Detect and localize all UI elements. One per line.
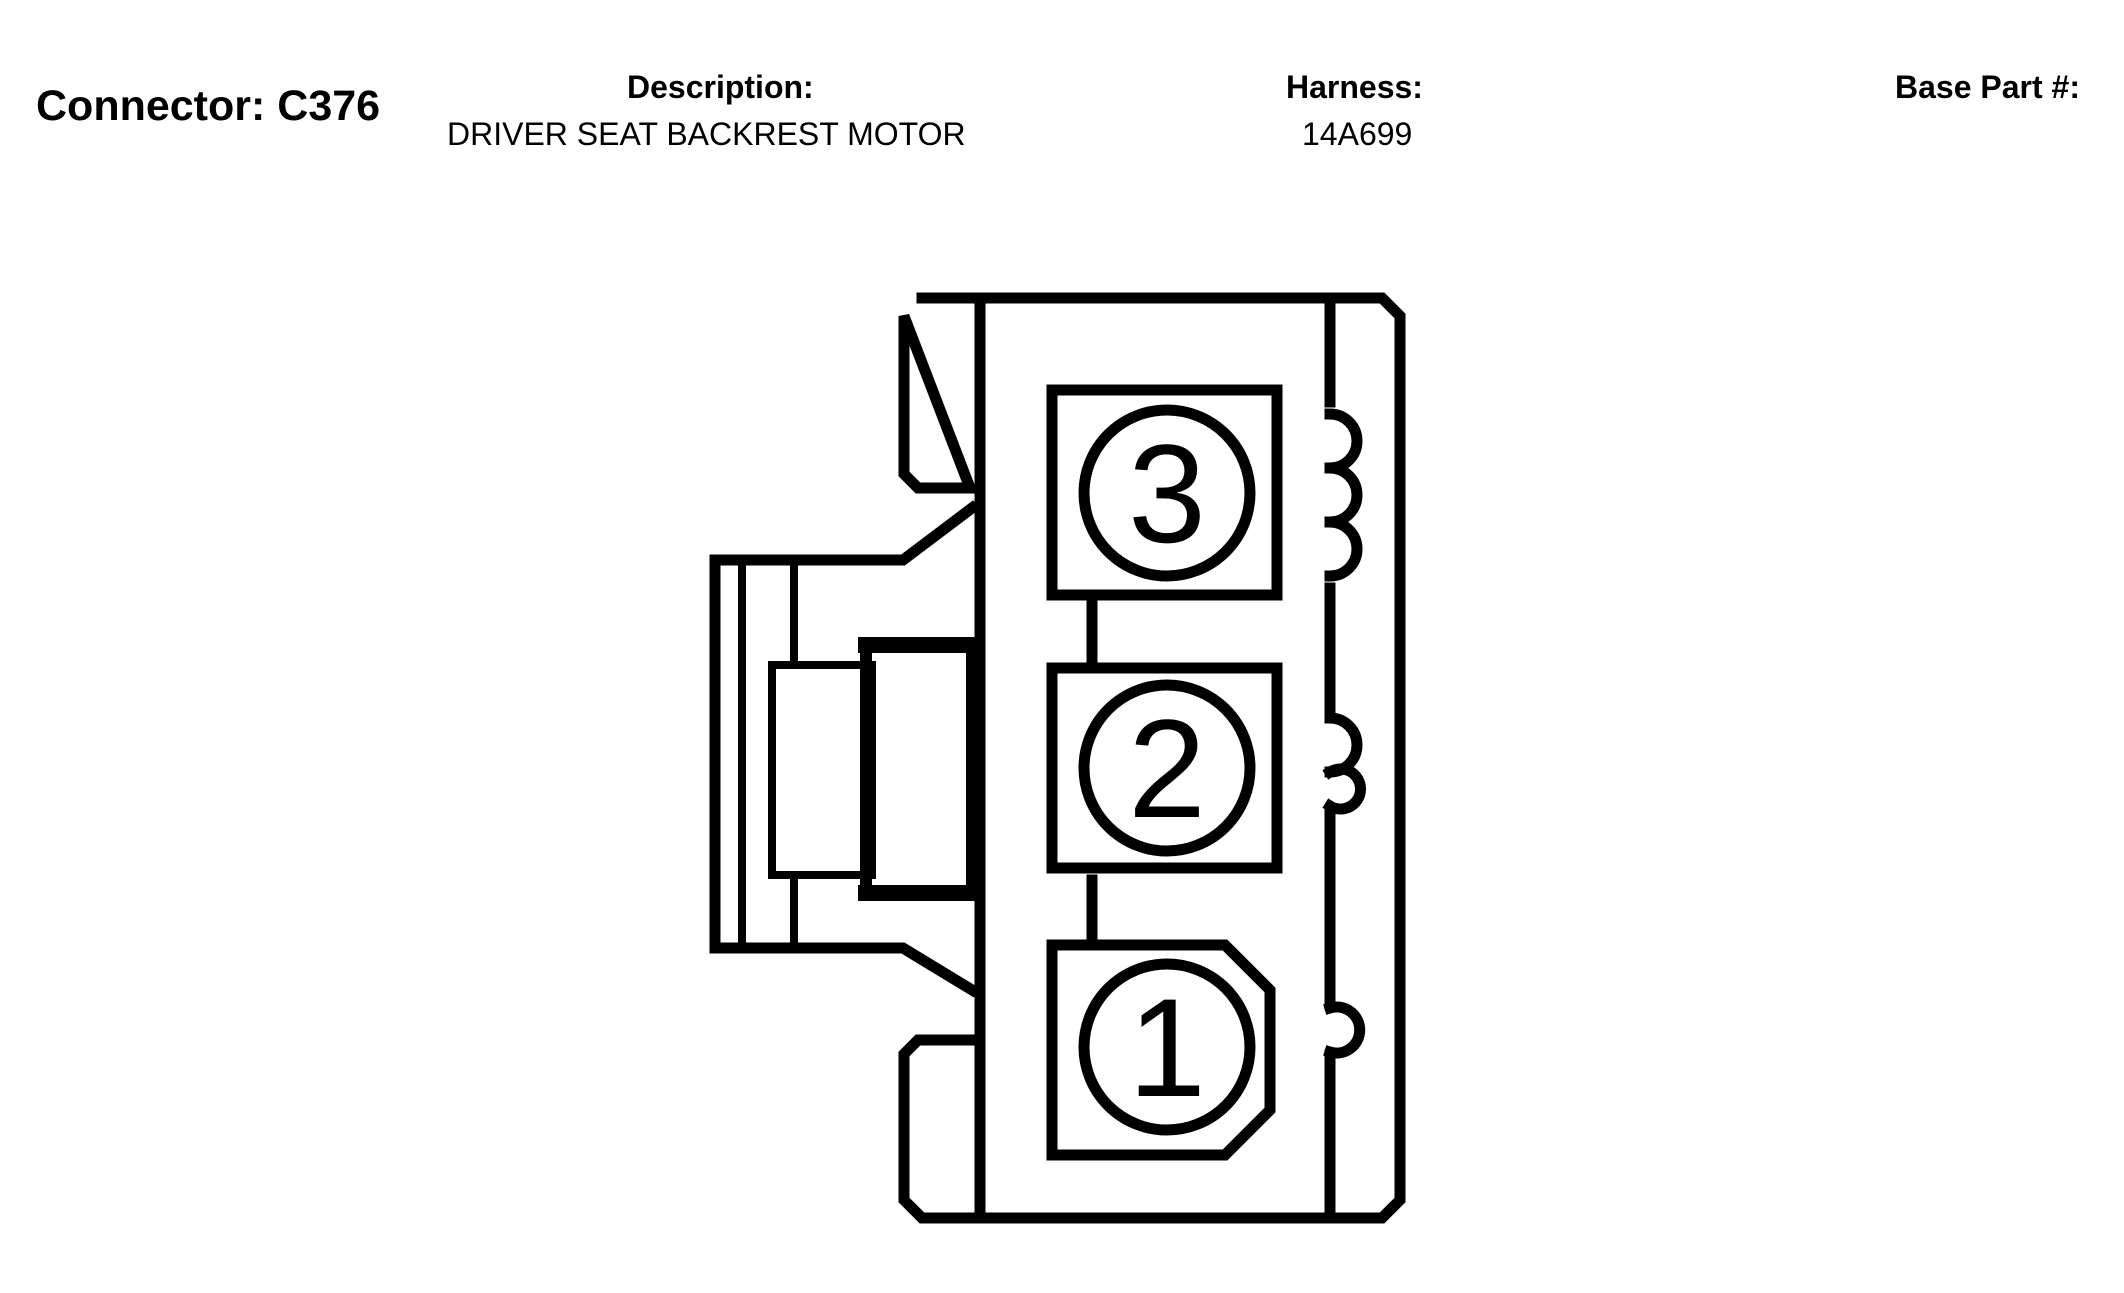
latch-rib-3c — [1324, 516, 1363, 582]
latch-bracket — [709, 500, 980, 998]
latch-rib-2b — [1322, 763, 1366, 815]
pin-circle-1 — [1078, 958, 1256, 1136]
latch-tab-outer — [768, 661, 876, 879]
pin-label-2: 2 — [1128, 690, 1206, 847]
harness-label: Harness: — [1286, 69, 1423, 105]
description-label: Description: — [627, 69, 814, 105]
connector-title: Connector: C376 — [36, 82, 381, 130]
pin-cavity-2 — [1046, 662, 1283, 874]
pin-label-1: 1 — [1128, 969, 1206, 1126]
latch-rib-3a — [1324, 408, 1363, 474]
pin-circle-2 — [1078, 679, 1256, 857]
description-value: DRIVER SEAT BACKREST MOTOR — [447, 116, 966, 152]
base-part-label: Base Part #: — [1895, 69, 2080, 105]
connector-housing-outline — [898, 292, 1406, 1224]
pin-cavity-1 — [1046, 939, 1276, 1161]
latch-tab-inner — [860, 639, 978, 899]
pin-label-3: 3 — [1128, 415, 1206, 572]
pin-circle-3 — [1078, 404, 1256, 582]
latch-rib-3b — [1324, 462, 1363, 528]
harness-value: 14A699 — [1302, 116, 1413, 152]
pin-cavity-3 — [1046, 384, 1283, 601]
latch-rib-1 — [1323, 1001, 1366, 1059]
